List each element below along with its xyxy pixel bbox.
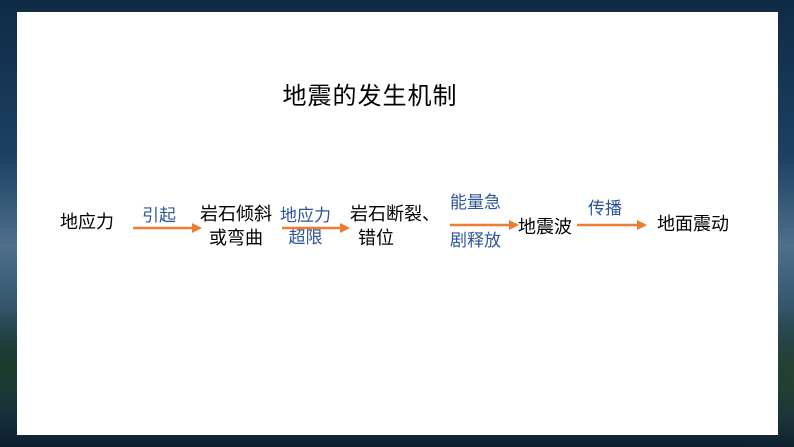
edge-label-energy-release: 能量急 剧释放 <box>450 192 501 252</box>
node-rock-rupture: 岩石断裂、 错位 <box>350 203 440 251</box>
node-seismic-wave: 地震波 <box>518 217 572 238</box>
edge-label-stress-exceed: 地应力 超限 <box>280 205 331 249</box>
edge-label-propagate: 传播 <box>588 199 622 219</box>
edge-label-stress-exceed-line2: 超限 <box>288 228 323 248</box>
edge-label-energy-release-line2: 剧释放 <box>450 231 501 251</box>
node-ground-shaking: 地面震动 <box>657 214 729 235</box>
node-rock-rupture-line2: 错位 <box>358 228 394 249</box>
slide-panel <box>17 12 778 435</box>
node-rock-tilt-line1: 岩石倾斜 <box>200 204 272 225</box>
page-title: 地震的发生机制 <box>282 82 458 110</box>
node-rock-tilt: 岩石倾斜 或弯曲 <box>200 203 272 251</box>
edge-label-energy-release-line1: 能量急 <box>450 193 501 213</box>
node-rock-rupture-line1: 岩石断裂、 <box>350 204 440 225</box>
node-ground-stress: 地应力 <box>60 212 114 233</box>
node-rock-tilt-line2: 或弯曲 <box>209 228 263 249</box>
edge-label-cause: 引起 <box>142 206 176 226</box>
edge-label-stress-exceed-line1: 地应力 <box>280 206 331 226</box>
